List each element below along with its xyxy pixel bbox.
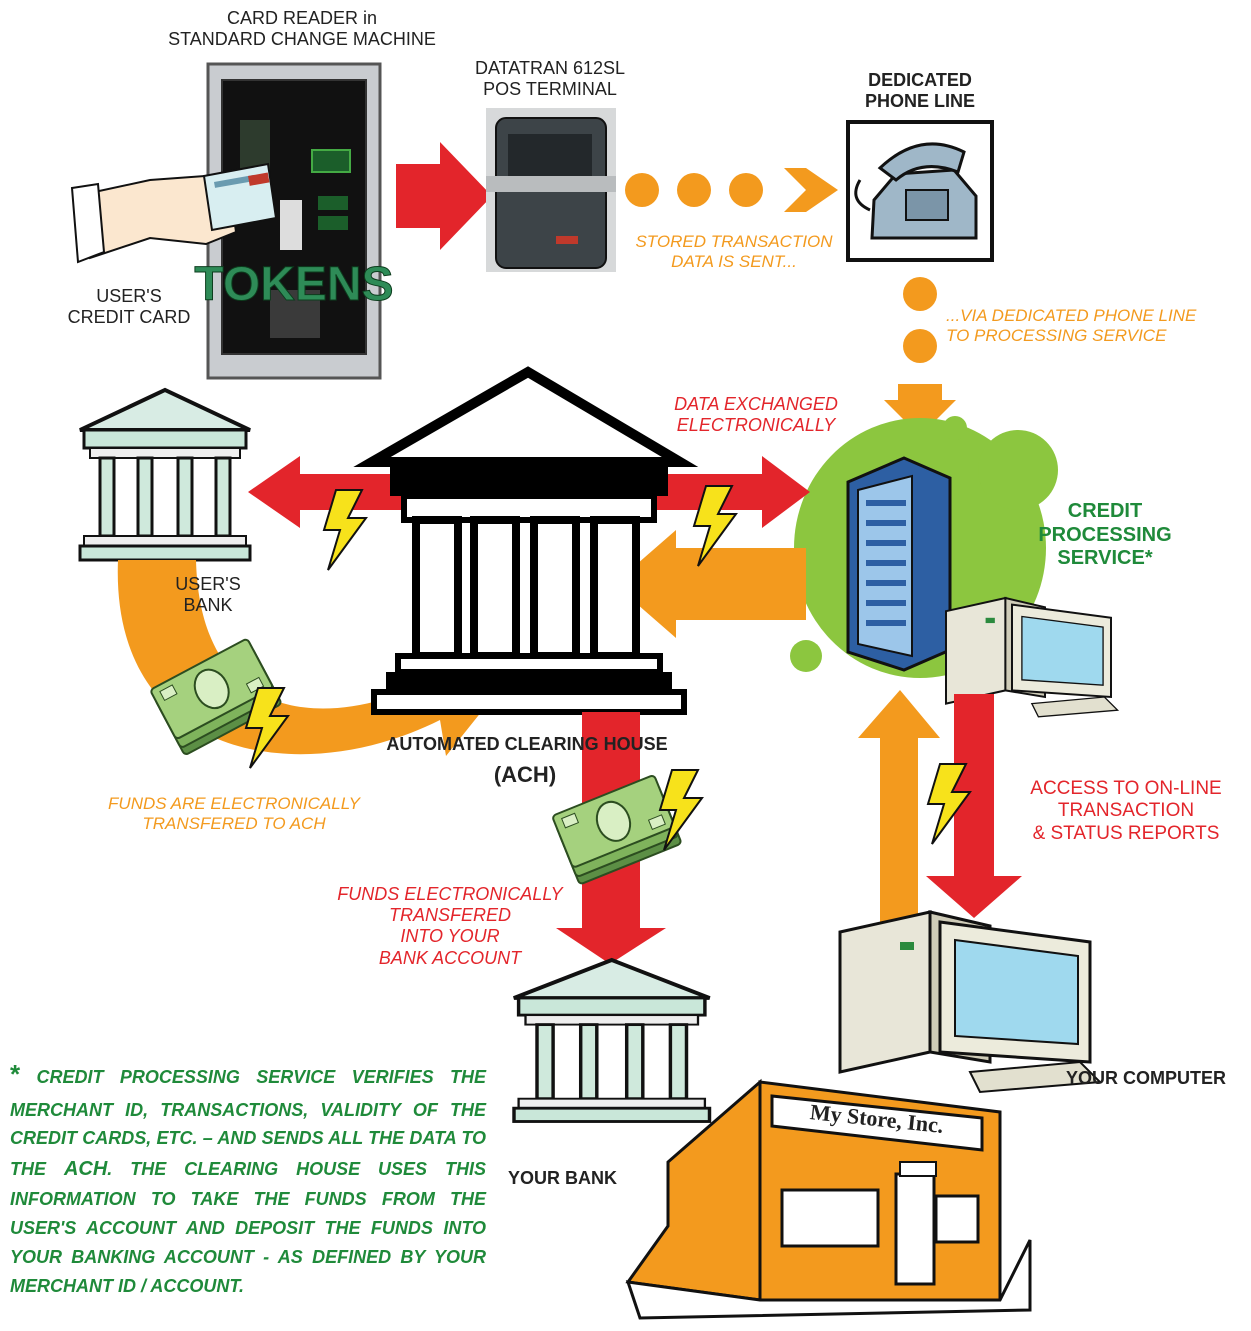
- credit-processing-label: CREDIT PROCESSING SERVICE*: [1038, 500, 1172, 570]
- telephone-icon: [846, 120, 994, 262]
- your-bank-label: YOUR BANK: [508, 1168, 618, 1188]
- arrow-to-pos: [396, 142, 492, 250]
- pos-terminal-icon: [486, 108, 616, 272]
- change-machine-icon: [206, 62, 382, 380]
- footnote-star: *: [10, 1059, 21, 1089]
- store-icon: [625, 1078, 1032, 1320]
- reports-arrow: [926, 694, 1022, 918]
- ach-name-label: AUTOMATED CLEARING HOUSE: [386, 734, 668, 754]
- ach-abbr-label: (ACH): [493, 762, 557, 787]
- server-icon: [846, 456, 952, 672]
- bank-icon: [78, 388, 252, 562]
- pos-terminal-label: DATATRAN 612SL POS TERMINAL: [474, 58, 626, 100]
- computer-icon: [838, 910, 1102, 1094]
- funds-to-ach-label: FUNDS ARE ELECTRONICALLY TRANSFERED TO A…: [108, 794, 360, 834]
- funds-to-account-label: FUNDS ELECTRONICALLY TRANSFERED INTO YOU…: [337, 884, 563, 968]
- footnote-text-1: CREDIT PROCESSING SERVICE VERIFIES THE M…: [10, 1067, 486, 1180]
- card-reader-label: CARD READER in STANDARD CHANGE MACHINE: [168, 8, 436, 50]
- dots-to-service: [884, 277, 956, 436]
- access-reports-label: ACCESS TO ON-LINE TRANSACTION & STATUS R…: [1030, 778, 1222, 844]
- tokens-sign: TOKENS: [194, 258, 393, 311]
- hand-card-icon: [70, 162, 278, 264]
- data-exchanged-label: DATA EXCHANGED ELECTRONICALLY: [674, 394, 838, 436]
- stored-data-label: STORED TRANSACTION DATA IS SENT...: [635, 232, 833, 272]
- footnote-ach: ACH: [63, 1158, 108, 1181]
- bank-icon: [514, 960, 710, 1122]
- your-computer-label: YOUR COMPUTER: [1066, 1068, 1227, 1088]
- footnote-text-2: . THE CLEARING HOUSE USES THIS INFORMATI…: [10, 1159, 486, 1296]
- money-icon: [551, 773, 683, 886]
- phone-line-label: DEDICATED PHONE LINE: [864, 70, 975, 112]
- via-phone-line-label: ...VIA DEDICATED PHONE LINE TO PROCESSIN…: [946, 306, 1197, 346]
- ach-building-icon: [353, 366, 699, 715]
- users-bank-label: USER'S BANK: [175, 574, 241, 616]
- users-credit-card-label: USER'S CREDIT CARD: [67, 286, 191, 328]
- computer-to-service-arrow: [858, 690, 940, 930]
- dots-to-phone: [625, 168, 838, 212]
- service-to-ach-arrow: [614, 530, 806, 638]
- footnote: * CREDIT PROCESSING SERVICE VERIFIES THE…: [10, 1054, 486, 1300]
